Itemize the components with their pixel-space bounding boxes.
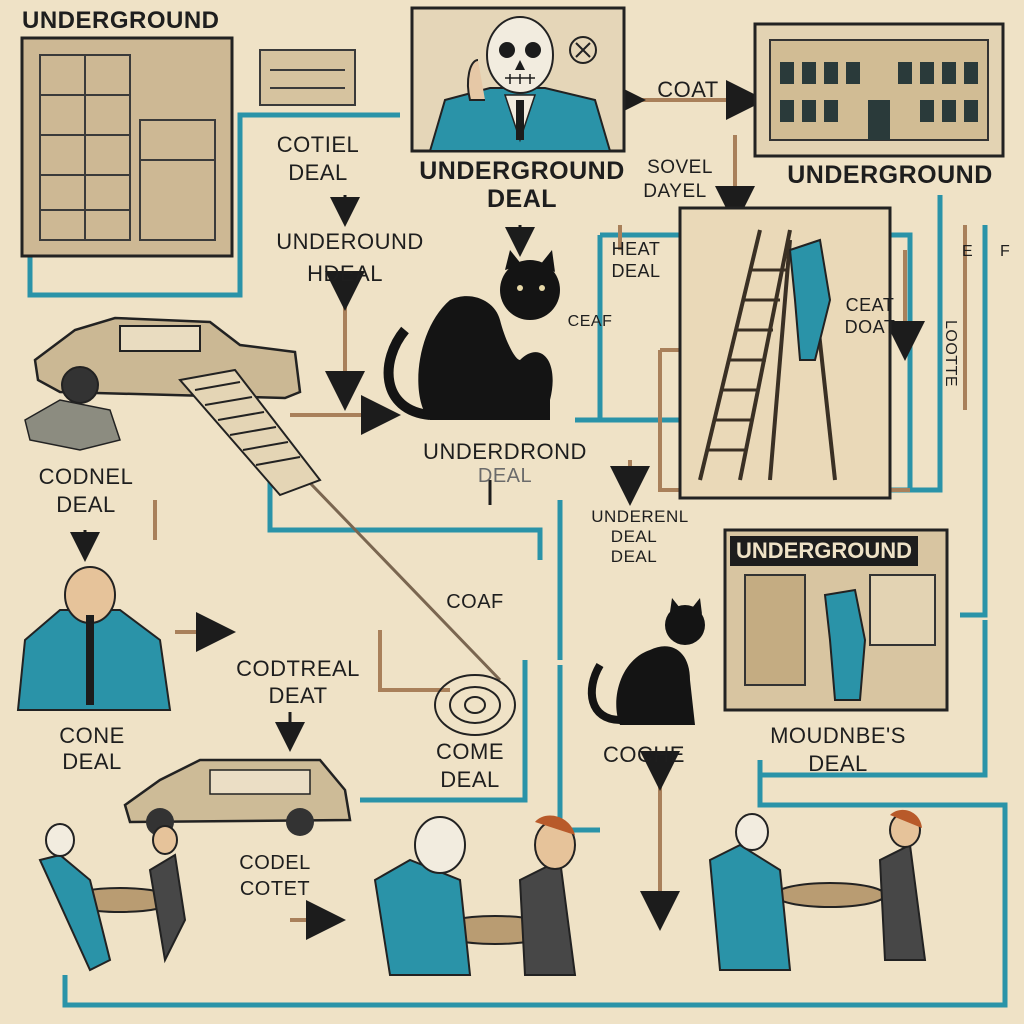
label-cotel-2: DEAL (288, 160, 348, 185)
stairs-icon (178, 368, 322, 497)
desk-sketch-icon (259, 49, 356, 106)
label-heat-1: HEAT (611, 239, 661, 259)
label-vertical-e: E (962, 243, 974, 260)
label-come-2: DEAL (440, 767, 500, 792)
ladder-icon (678, 206, 892, 500)
label-top-center-2: DEAL (486, 185, 558, 213)
label-coaf: COAF (446, 591, 504, 613)
label-top-right-title: UNDERGROUND (787, 161, 993, 189)
label-cone-2: DEAL (62, 749, 122, 774)
building-icon (753, 22, 1005, 158)
cafe-table-center-icon (373, 815, 577, 976)
label-codtreal-2: DEAT (268, 683, 328, 708)
label-coat: COAT (657, 77, 719, 102)
sedan-icon (123, 758, 352, 836)
label-ceat-1: CEAT (845, 295, 895, 315)
black-cat-icon (383, 250, 560, 420)
label-underound-2: HDEAL (307, 261, 383, 286)
label-underdrond-2: DEAL (477, 465, 533, 487)
mid-right-banner: UNDERGROUND (730, 536, 918, 566)
label-ceaf: CEAF (567, 313, 613, 330)
label-top-left-title: UNDERGROUND (22, 7, 220, 34)
label-vertical-right: LOOTTE (942, 320, 959, 388)
debris-icon (24, 399, 121, 451)
label-vertical-f: F (1000, 243, 1011, 260)
label-sovel: SOVEL (647, 157, 713, 178)
cafe-table-icon (38, 823, 187, 972)
small-cat-icon (587, 598, 705, 725)
label-underenl-3: DEAL (610, 547, 658, 566)
shelves-icon (20, 36, 234, 258)
label-codel-cotet-1: CODEL (239, 852, 311, 874)
label-codnel-2: DEAL (56, 492, 116, 517)
down-arrows (70, 195, 535, 752)
label-codel-cotet-2: COTET (239, 878, 311, 900)
car-icon (33, 316, 302, 414)
label-cone-1: CONE (59, 723, 125, 748)
label-codtreal-1: CODTREAL (236, 656, 360, 681)
label-underound-1: UNDEROUND (276, 229, 424, 254)
label-ceat-2: DOAT (844, 317, 896, 337)
label-moudnbes-2: DEAL (808, 751, 868, 776)
label-underenl-2: DEAL (610, 527, 658, 546)
label-heat-2: DEAL (611, 261, 661, 281)
label-come-1: COME (436, 739, 504, 764)
label-cotel-1: COTIEL (276, 132, 360, 157)
label-dayel: DAYEL (643, 181, 707, 202)
label-underdrond-1: UNDERDROND (423, 439, 587, 464)
label-moudnbes-1: MOUDNBE'S (770, 723, 906, 748)
label-coche: COCHE (603, 742, 685, 767)
label-underenl-1: UNDERENL (591, 507, 689, 526)
skull-man-icon (410, 6, 626, 153)
cafe-table-right-icon (708, 809, 927, 971)
label-codnel-1: CODNEL (38, 464, 134, 489)
label-top-center-1: UNDERGROUND (419, 157, 625, 185)
businessman-icon (16, 566, 172, 711)
spiral-icon (434, 674, 516, 736)
